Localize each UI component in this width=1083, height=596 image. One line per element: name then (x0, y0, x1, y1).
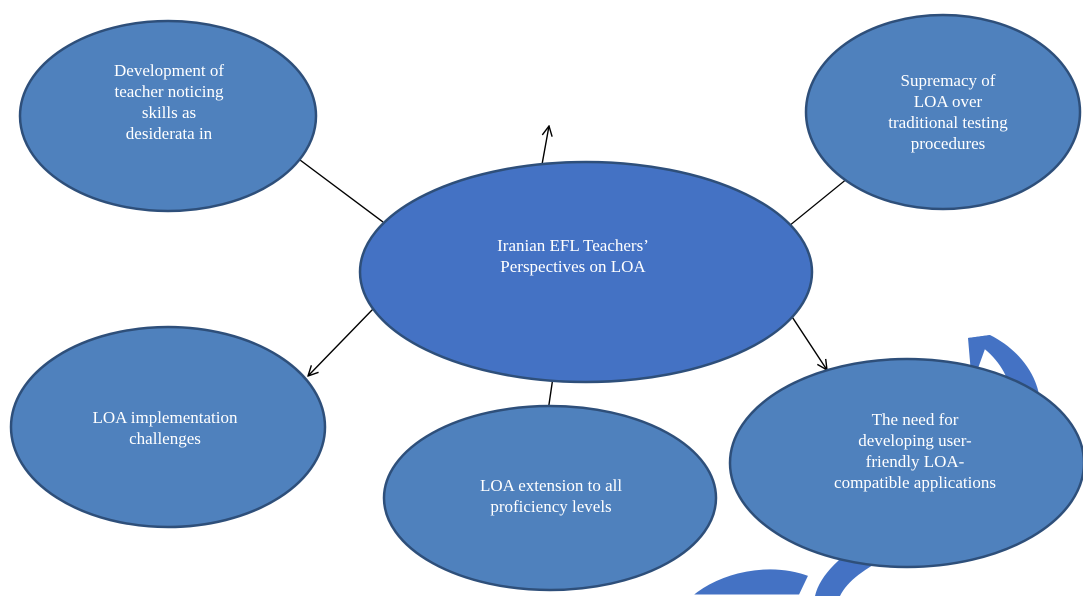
node-development (18, 19, 318, 213)
node-challenges (9, 325, 327, 529)
decorative-arc-shape (687, 566, 813, 596)
node-center (358, 160, 814, 384)
connector-to-supremacy (788, 177, 849, 227)
development-label: Development of teacher noticing skills a… (114, 61, 224, 143)
applications-label: The need for developing user- friendly L… (834, 410, 996, 492)
center-label: Iranian EFL Teachers’ Perspectives on LO… (497, 236, 649, 276)
arrow-up (540, 126, 549, 171)
supremacy-label: Supremacy of LOA over traditional testin… (888, 71, 1008, 153)
connector-to-development (291, 153, 384, 223)
extension-label: LOA extension to all proficiency levels (479, 476, 623, 516)
node-extension (382, 404, 718, 592)
node-supremacy (804, 13, 1082, 211)
node-applications (728, 357, 1083, 569)
challenges-label: LOA implementation challenges (92, 408, 238, 448)
